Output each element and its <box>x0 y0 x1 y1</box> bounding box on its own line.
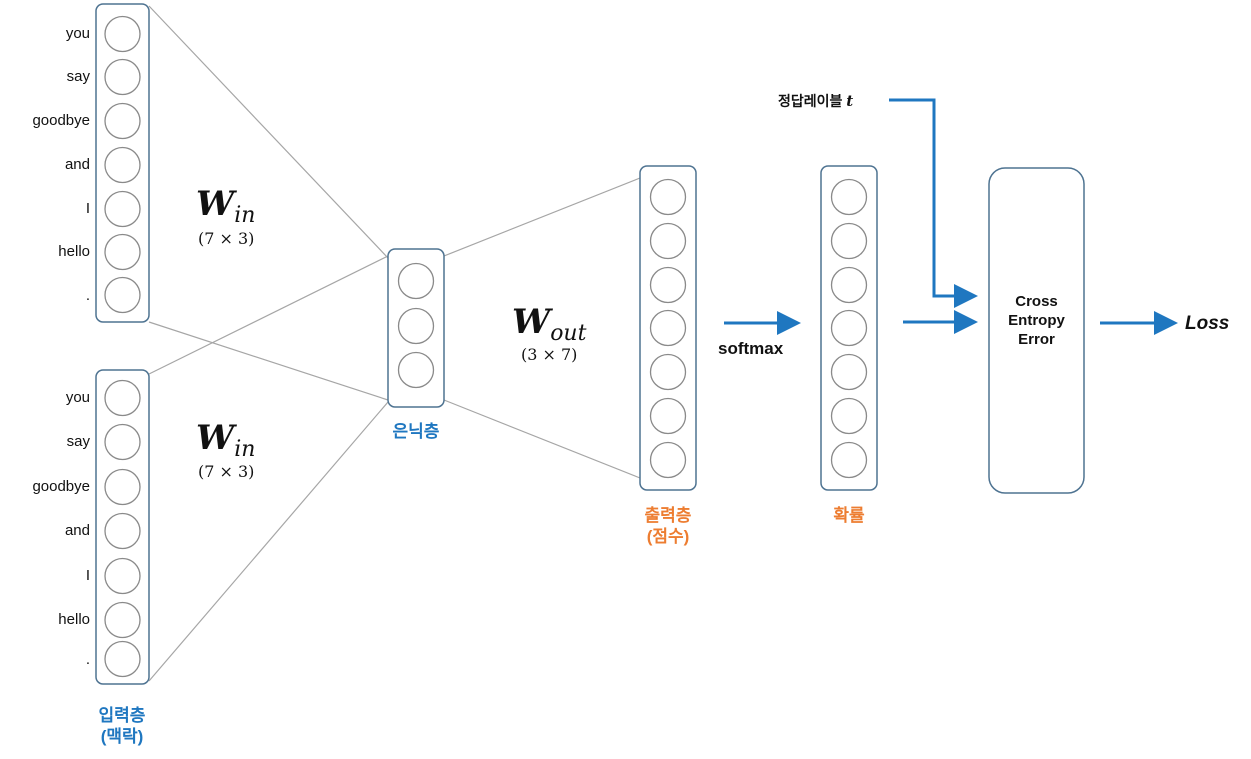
input-layer-sublabel: (맥락) <box>100 727 144 746</box>
neuron <box>830 353 868 391</box>
w-out-label: Wout <box>512 302 586 346</box>
neuron <box>649 441 687 479</box>
input-word-top: say <box>66 68 90 85</box>
connection-line <box>148 321 389 401</box>
input-word-bottom: say <box>66 433 90 450</box>
input-layer-label: 입력층 <box>98 706 146 725</box>
connection-line <box>148 5 389 259</box>
connection-line <box>443 177 641 257</box>
neuron <box>104 512 141 550</box>
w-in-bottom-dims: (7 × 3) <box>198 462 255 481</box>
neuron <box>104 601 141 639</box>
probability-title: 확률 <box>833 506 865 525</box>
arrows <box>724 98 1178 335</box>
output-layer-label: 출력층 <box>644 506 692 525</box>
input-layer-top-neurons <box>104 15 141 314</box>
cross-entropy-line1: Cross <box>1015 293 1058 310</box>
neuron <box>104 379 141 417</box>
neuron <box>397 307 435 345</box>
answer-label-var: t <box>846 92 854 110</box>
input-word-bottom: and <box>64 522 90 539</box>
output-layer-neurons <box>649 178 687 479</box>
input-word-bottom: you <box>65 389 90 406</box>
answer-label: 정답레이블 t <box>778 91 853 111</box>
w-in-top-subscript: in <box>234 203 256 228</box>
neuron <box>104 15 141 53</box>
input-word-bottom: goodbye <box>32 478 90 495</box>
w-out-dims: (3 × 7) <box>521 345 578 364</box>
probability-layer-neurons <box>830 178 868 479</box>
connection-line <box>148 401 389 682</box>
w-out-symbol: W <box>512 302 551 342</box>
neuron <box>830 309 868 347</box>
connections <box>148 5 641 682</box>
neuron <box>104 190 141 228</box>
connection-line <box>443 399 641 479</box>
neuron <box>649 397 687 435</box>
cross-entropy-line3: Error <box>1018 331 1055 348</box>
neuron <box>104 557 141 595</box>
input-word-top: . <box>85 287 90 304</box>
neuron <box>104 102 141 140</box>
neuron <box>104 233 141 271</box>
w-in-bottom-symbol: W <box>196 418 235 458</box>
w-in-top-symbol: W <box>196 184 235 224</box>
input-word-top: hello <box>58 243 90 260</box>
neuron <box>397 262 435 300</box>
neuron <box>649 178 687 216</box>
neuron <box>649 266 687 304</box>
hidden-layer-title: 은닉층 <box>392 422 440 441</box>
answer-label-text: 정답레이블 <box>778 93 843 109</box>
output-layer-title: 출력층 (점수) <box>608 505 728 547</box>
w-in-bottom-label: Win <box>196 418 255 462</box>
input-word-top: I <box>85 200 90 217</box>
loss-label: Loss <box>1185 313 1230 334</box>
neuron <box>104 276 141 314</box>
neuron <box>104 146 141 184</box>
cross-entropy-line2: Entropy <box>1008 312 1065 329</box>
w-out-subscript: out <box>550 321 587 346</box>
input-word-top: you <box>65 25 90 42</box>
softmax-label: softmax <box>718 339 784 358</box>
input-layer-bottom-neurons <box>104 379 141 678</box>
neuron <box>649 222 687 260</box>
neuron <box>830 266 868 304</box>
input-word-bottom: . <box>85 651 90 668</box>
neuron <box>649 353 687 391</box>
answer-label-arrow <box>889 98 978 308</box>
neuron <box>649 309 687 347</box>
input-word-bottom: hello <box>58 611 90 628</box>
cross-entropy-text: Cross Entropy Error <box>989 292 1084 349</box>
neuron <box>830 222 868 260</box>
w-in-top-label: Win <box>196 184 255 228</box>
w-in-top-dims: (7 × 3) <box>198 229 255 248</box>
neuron <box>104 640 141 678</box>
neuron <box>104 423 141 461</box>
input-word-top: goodbye <box>32 112 90 129</box>
neuron <box>104 468 141 506</box>
neuron <box>830 397 868 435</box>
neuron <box>104 58 141 96</box>
cross-entropy-box <box>988 167 1085 494</box>
neuron <box>830 441 868 479</box>
input-layer-title: 입력층 (맥락) <box>62 705 182 747</box>
hidden-layer-neurons <box>397 262 435 389</box>
input-word-bottom: I <box>85 567 90 584</box>
neuron <box>397 351 435 389</box>
input-word-top: and <box>64 156 90 173</box>
w-in-bottom-subscript: in <box>234 437 256 462</box>
neuron <box>830 178 868 216</box>
output-layer-sublabel: (점수) <box>646 527 690 546</box>
connection-line <box>148 255 389 375</box>
